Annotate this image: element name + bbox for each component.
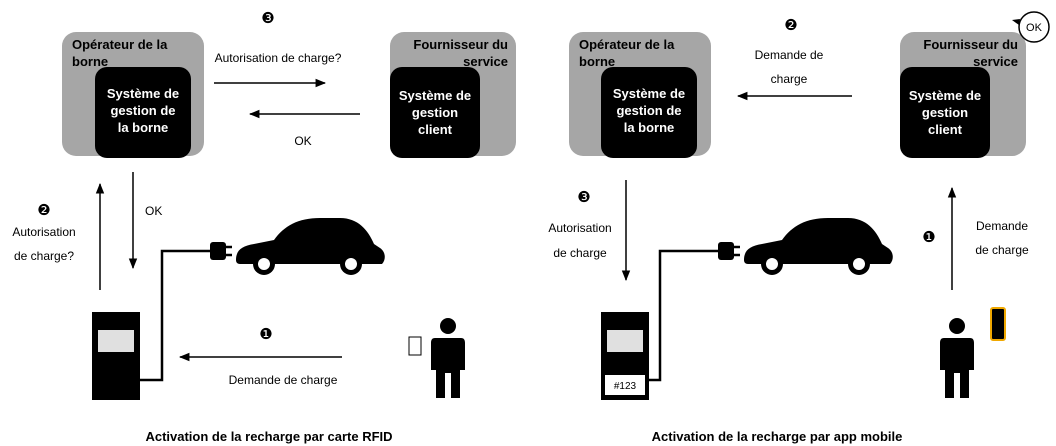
left-operator-system-line3: la borne xyxy=(118,120,169,135)
left-step1-text: Demande de charge xyxy=(229,373,338,387)
right-step2-text-line1: Demande de xyxy=(755,48,824,62)
left-ok-horizontal: OK xyxy=(294,134,311,148)
right-step1-badge: ❶ xyxy=(922,229,935,246)
right-charging-cable xyxy=(649,249,720,382)
right-caption: Activation de la recharge par app mobile xyxy=(652,429,903,444)
right-operator-system-box: Système de gestion de la borne xyxy=(601,67,697,158)
left-provider-system-box: Système de gestion client xyxy=(390,67,480,158)
left-step1-badge: ❶ xyxy=(259,326,272,343)
right-operator-label-line1: Opérateur de la xyxy=(579,37,675,52)
right-plug-icon xyxy=(716,240,742,262)
right-provider-system-line1: Système de xyxy=(909,88,981,103)
left-ok-vertical: OK xyxy=(145,204,162,218)
right-step2-text-line2: charge xyxy=(771,72,808,86)
right-operator-system-line2: gestion de xyxy=(616,103,681,118)
right-operator-system-line3: la borne xyxy=(624,120,675,135)
right-provider-system-line2: gestion xyxy=(922,105,968,120)
right-step1-text-line1: Demande xyxy=(976,219,1028,233)
left-step2-text-line2: de charge? xyxy=(14,249,74,263)
left-car-icon xyxy=(236,218,385,275)
right-provider-system-box: Système de gestion client xyxy=(900,67,990,158)
right-step3-badge: ❸ xyxy=(577,189,590,206)
right-provider-label-line2: service xyxy=(973,54,1018,69)
right-step3-text-line1: Autorisation xyxy=(548,221,611,235)
right-operator-system-line1: Système de xyxy=(613,86,685,101)
right-provider-system-line3: client xyxy=(928,122,963,137)
left-step3-text: Autorisation de charge? xyxy=(215,51,342,65)
left-operator-label-line1: Opérateur de la xyxy=(72,37,168,52)
right-step1-text-line2: de charge xyxy=(975,243,1029,257)
right-step3-text-line2: de charge xyxy=(553,246,607,260)
left-operator-system-line1: Système de xyxy=(107,86,179,101)
left-step3-badge: ❸ xyxy=(261,10,274,27)
right-charging-station: #123 xyxy=(601,312,649,400)
left-plug-icon xyxy=(208,240,234,262)
ok-bubble: OK xyxy=(1012,11,1050,43)
left-provider-system-line2: gestion xyxy=(412,105,458,120)
left-step2-text-line1: Autorisation xyxy=(12,225,75,239)
right-diagram: Opérateur de la borne Système de gestion… xyxy=(548,11,1050,444)
left-caption: Activation de la recharge par carte RFID xyxy=(145,429,392,444)
left-provider-system-line3: client xyxy=(418,122,453,137)
right-person-icon xyxy=(940,318,974,398)
right-step2-badge: ❷ xyxy=(784,17,797,34)
left-step2-badge: ❷ xyxy=(37,202,50,219)
right-provider-label-line1: Fournisseur du xyxy=(923,37,1018,52)
rfid-card-icon xyxy=(408,336,422,356)
left-operator-system-box: Système de gestion de la borne xyxy=(95,67,191,158)
left-diagram: Opérateur de la borne Système de gestion… xyxy=(12,10,516,444)
left-charging-cable xyxy=(140,249,212,382)
left-person-icon xyxy=(431,318,465,398)
left-provider-system-line1: Système de xyxy=(399,88,471,103)
station-code: #123 xyxy=(614,381,637,392)
left-charging-station xyxy=(92,312,140,400)
left-provider-label-line1: Fournisseur du xyxy=(413,37,508,52)
ok-bubble-text: OK xyxy=(1026,22,1043,34)
left-operator-system-line2: gestion de xyxy=(110,103,175,118)
left-provider-label-line2: service xyxy=(463,54,508,69)
phone-icon xyxy=(990,307,1006,341)
right-operator-label-line2: borne xyxy=(579,54,615,69)
right-car-icon xyxy=(744,218,893,275)
left-operator-label-line2: borne xyxy=(72,54,108,69)
